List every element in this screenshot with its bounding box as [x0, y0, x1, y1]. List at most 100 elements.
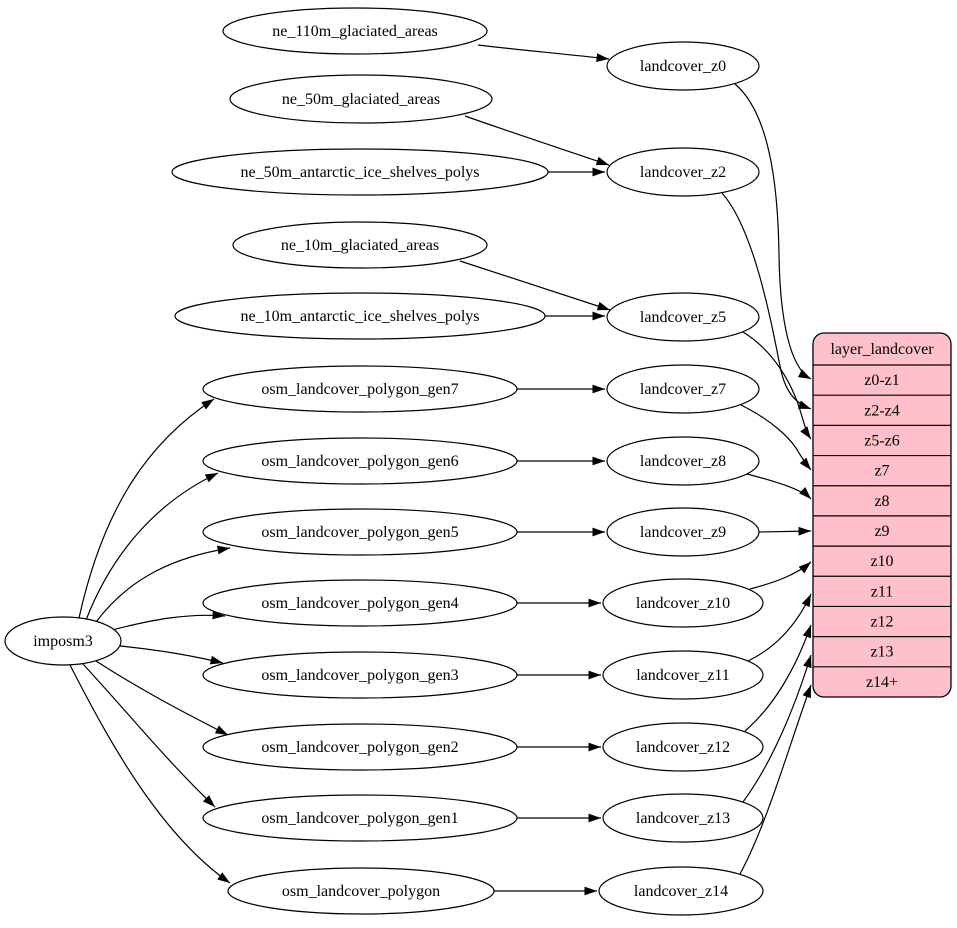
layer_landcover-row-z12: z12	[870, 614, 893, 631]
edge-landcover_z10-to-layer_landcover-row-z10	[749, 561, 812, 590]
landcover_z7-label: landcover_z7	[640, 381, 726, 398]
imposm3-shape	[4, 616, 122, 666]
node-landcover_z5: landcover_z5	[606, 292, 760, 342]
edge-landcover_z13-to-layer_landcover-row-z13	[742, 654, 812, 803]
osm_landcover_polygon_gen6-shape	[202, 437, 518, 485]
landcover_z14-label: landcover_z14	[634, 883, 728, 900]
osm_landcover_polygon_gen4-label: osm_landcover_polygon_gen4	[261, 595, 458, 612]
layer_landcover-row-z7: z7	[874, 463, 889, 480]
osm_landcover_polygon_gen7-shape	[202, 365, 518, 413]
node-landcover_z12: landcover_z12	[602, 722, 764, 772]
node-landcover_z14: landcover_z14	[598, 866, 764, 916]
ne_50m_antarctic_ice_shelves_polys-shape	[171, 148, 549, 196]
ne_50m_glaciated_areas-label: ne_50m_glaciated_areas	[282, 91, 440, 108]
landcover_z10-shape	[602, 578, 764, 628]
record-layer_landcover: layer_landcover z0-z1 z2-z4 z5-z6 z7 z8 z9 z10 z…	[812, 332, 952, 698]
layer_landcover-row-z14+: z14+	[866, 674, 898, 691]
ne_110m_glaciated_areas-label: ne_110m_glaciated_areas	[272, 23, 438, 40]
osm_landcover_polygon_gen5-shape	[202, 508, 518, 556]
edge-imposm3-to-osm_landcover_polygon_gen1	[82, 663, 216, 808]
node-osm_landcover_polygon_gen1: osm_landcover_polygon_gen1	[202, 794, 518, 842]
node-ne_10m_glaciated_areas: ne_10m_glaciated_areas	[232, 221, 488, 269]
landcover_z13-label: landcover_z13	[636, 810, 730, 827]
node-osm_landcover_polygon_gen4: osm_landcover_polygon_gen4	[202, 579, 518, 627]
layer_landcover-row-z8: z8	[874, 493, 889, 510]
edge-landcover_z9-to-layer_landcover-row-z9	[758, 526, 812, 536]
osm_landcover_polygon_gen3-label: osm_landcover_polygon_gen3	[261, 667, 458, 684]
node-ne_10m_antarctic_ice_shelves_polys: ne_10m_antarctic_ice_shelves_polys	[174, 292, 546, 340]
osm_landcover_polygon-label: osm_landcover_polygon	[282, 883, 440, 900]
ne_10m_antarctic_ice_shelves_polys-shape	[174, 292, 546, 340]
edge-landcover_z8-to-layer_landcover-row-z8	[746, 473, 812, 500]
ne_10m_glaciated_areas-shape	[232, 221, 488, 269]
edge-landcover_z12-to-layer_landcover-row-z12	[744, 624, 812, 732]
edge-ne_10m_glaciated_areas-to-landcover_z5	[459, 260, 611, 311]
edge-imposm3-to-osm_landcover_polygon_gen7	[78, 398, 215, 619]
edge-landcover_z14-to-layer_landcover-row-z14+	[739, 684, 812, 875]
edge-landcover_z7-to-layer_landcover-row-z7	[740, 404, 812, 471]
node-ne_50m_antarctic_ice_shelves_polys: ne_50m_antarctic_ice_shelves_polys	[171, 148, 549, 196]
osm_landcover_polygon_gen5-label: osm_landcover_polygon_gen5	[261, 524, 458, 541]
ne_50m_glaciated_areas-shape	[229, 74, 493, 124]
landcover_z7-shape	[606, 364, 760, 414]
node-osm_landcover_polygon_gen2: osm_landcover_polygon_gen2	[202, 723, 518, 771]
edge-landcover_z0-to-layer_landcover-row-z0-z1	[734, 83, 812, 380]
edge-imposm3-to-osm_landcover_polygon_gen5	[95, 545, 231, 623]
landcover_z2-shape	[606, 147, 760, 197]
node-osm_landcover_polygon_gen5: osm_landcover_polygon_gen5	[202, 508, 518, 556]
landcover_z8-shape	[606, 436, 760, 486]
landcover_z12-shape	[602, 722, 764, 772]
layer_landcover-title: layer_landcover	[830, 341, 934, 358]
edge-imposm3-to-osm_landcover_polygon_gen2	[95, 660, 229, 736]
layer_landcover-row-z11: z11	[871, 583, 894, 600]
layer_landcover-row-z10: z10	[870, 553, 893, 570]
node-landcover_z11: landcover_z11	[602, 650, 764, 700]
edge-imposm3-to-osm_landcover_polygon_gen4	[111, 610, 226, 631]
layer_landcover-row-z5-z6: z5-z6	[864, 432, 900, 449]
osm_landcover_polygon_gen6-label: osm_landcover_polygon_gen6	[261, 453, 458, 470]
node-landcover_z13: landcover_z13	[602, 793, 764, 843]
edge-imposm3-to-osm_landcover_polygon_gen3	[119, 645, 224, 665]
edge-imposm3-to-osm_landcover_polygon_gen6	[85, 472, 219, 621]
landcover_z10-label: landcover_z10	[636, 595, 730, 612]
landcover_z9-label: landcover_z9	[640, 524, 726, 541]
landcover_z9-shape	[606, 507, 760, 557]
landcover_z12-label: landcover_z12	[636, 739, 730, 756]
landcover_z0-label: landcover_z0	[640, 58, 726, 75]
ne_10m_antarctic_ice_shelves_polys-label: ne_10m_antarctic_ice_shelves_polys	[240, 308, 479, 325]
layer_landcover-row-z13: z13	[870, 644, 893, 661]
node-osm_landcover_polygon_gen6: osm_landcover_polygon_gen6	[202, 437, 518, 485]
edge-landcover_z5-to-layer_landcover-row-z5-z6	[742, 331, 812, 440]
osm_landcover_polygon_gen7-label: osm_landcover_polygon_gen7	[261, 381, 458, 398]
layer_landcover-row-z9: z9	[874, 523, 889, 540]
node-landcover_z9: landcover_z9	[606, 507, 760, 557]
osm_landcover_polygon_gen3-shape	[202, 651, 518, 699]
node-osm_landcover_polygon_gen7: osm_landcover_polygon_gen7	[202, 365, 518, 413]
ne_110m_glaciated_areas-shape	[222, 7, 488, 55]
edge-ne_50m_glaciated_areas-to-landcover_z2	[464, 115, 610, 166]
layer_landcover-row-z0-z1: z0-z1	[864, 372, 900, 389]
layer_landcover-row-z2-z4: z2-z4	[864, 402, 900, 419]
osm_landcover_polygon_gen1-label: osm_landcover_polygon_gen1	[261, 810, 458, 827]
landcover_z13-shape	[602, 793, 764, 843]
node-ne_50m_glaciated_areas: ne_50m_glaciated_areas	[229, 74, 493, 124]
node-ne_110m_glaciated_areas: ne_110m_glaciated_areas	[222, 7, 488, 55]
edge-landcover_z11-to-layer_landcover-row-z11	[747, 593, 812, 662]
ne_10m_glaciated_areas-label: ne_10m_glaciated_areas	[281, 237, 439, 254]
node-landcover_z2: landcover_z2	[606, 147, 760, 197]
landcover_z2-label: landcover_z2	[640, 164, 726, 181]
landcover_z0-shape	[606, 41, 760, 91]
edge-ne_110m_glaciated_areas-to-landcover_z0	[477, 44, 610, 62]
osm_landcover_polygon_gen4-shape	[202, 579, 518, 627]
imposm3-label: imposm3	[33, 633, 93, 650]
node-landcover_z10: landcover_z10	[602, 578, 764, 628]
node-landcover_z0: landcover_z0	[606, 41, 760, 91]
osm_landcover_polygon_gen1-shape	[202, 794, 518, 842]
landcover_z11-shape	[602, 650, 764, 700]
landcover_z8-label: landcover_z8	[640, 453, 726, 470]
landcover_z5-shape	[606, 292, 760, 342]
node-landcover_z8: landcover_z8	[606, 436, 760, 486]
osm_landcover_polygon_gen2-label: osm_landcover_polygon_gen2	[261, 739, 458, 756]
